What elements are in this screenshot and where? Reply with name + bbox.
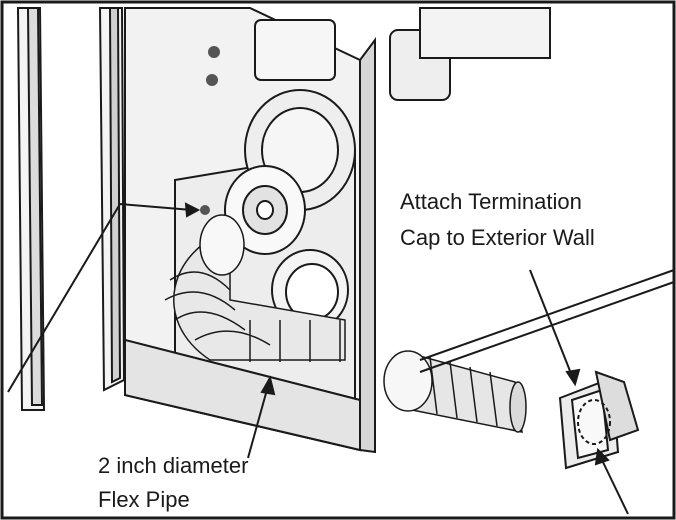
internal-flex-pipe [164, 214, 346, 362]
flex-pipe-label-line2: Flex Pipe [98, 487, 190, 512]
fastener-icons [200, 46, 220, 215]
termination-cap-icon [558, 370, 640, 470]
external-flex-pipe [383, 350, 527, 433]
termination-cap-label-line1: Attach Termination [400, 189, 582, 214]
inducer-assembly [224, 7, 551, 331]
cabinet-door [16, 7, 126, 411]
leader-lines [7, 202, 629, 515]
termination-cap-label-line2: Cap to Exterior Wall [400, 225, 595, 250]
flex-pipe-label-line1: 2 inch diameter [98, 453, 249, 478]
